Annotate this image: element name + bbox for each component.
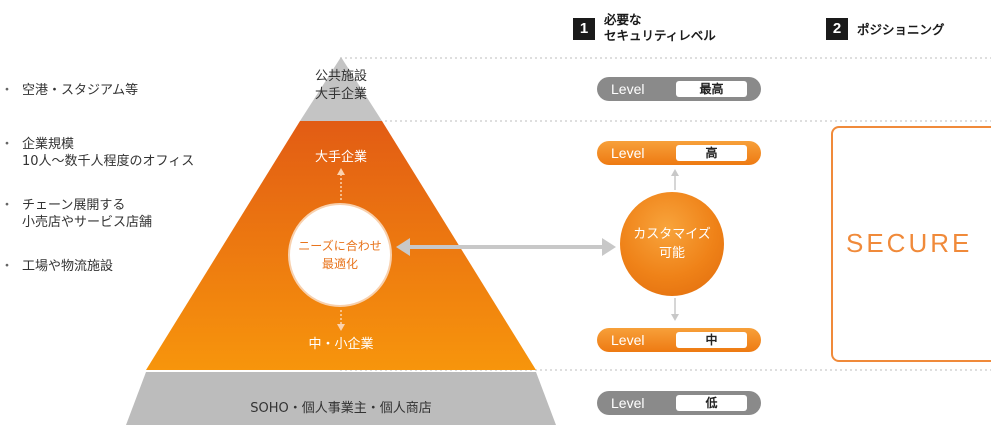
step-2-badge: 2 — [826, 18, 848, 40]
step-1-title: 必要な セキュリティレベル — [604, 12, 716, 44]
bullet-marker: ・ — [0, 83, 14, 98]
optimize-circle: ニーズに合わせ 最適化 — [288, 203, 392, 307]
custom-arrow-down-head — [671, 314, 679, 321]
pyramid-base — [126, 372, 556, 425]
bullet-marker: ・ — [0, 198, 14, 213]
step-1-title-line2: セキュリティレベル — [604, 28, 716, 43]
bullet-text: 工場や物流施設 — [22, 259, 114, 274]
level-mid-pill: Level 中 — [597, 328, 761, 352]
pyramid-upper-label: 大手企業 — [314, 150, 367, 165]
level-prefix: Level — [611, 145, 645, 161]
arrow-up-head — [337, 168, 345, 175]
level-prefix: Level — [611, 81, 645, 97]
custom-arrow-up-head — [671, 169, 679, 176]
level-value: 中 — [676, 332, 747, 348]
bullet-text: チェーン展開する — [22, 198, 126, 213]
optimize-line2: 最適化 — [321, 257, 358, 271]
level-value: 最高 — [676, 81, 747, 97]
pyramid-top-line1: 公共施設 — [314, 69, 367, 84]
bullet-text: 10人〜数千人程度のオフィス — [22, 154, 195, 169]
step-1-title-line1: 必要な — [604, 12, 642, 27]
bullet-marker: ・ — [0, 259, 14, 274]
pyramid-tip — [300, 57, 382, 121]
step-2-title: ポジショニング — [857, 22, 945, 37]
pyramid-top-line2: 大手企業 — [314, 87, 367, 102]
level-value: 低 — [676, 395, 747, 411]
positioning-box — [831, 126, 991, 362]
level-prefix: Level — [611, 395, 645, 411]
arrow-down-head — [337, 324, 345, 331]
level-highest-pill: Level 最高 — [597, 77, 761, 101]
bullet-text: 小売店やサービス店舗 — [22, 215, 153, 230]
level-low-pill: Level 低 — [597, 391, 761, 415]
pyramid-top-label: 公共施設 大手企業 — [301, 68, 381, 104]
level-prefix: Level — [611, 332, 645, 348]
level-value: 高 — [676, 145, 747, 161]
pyramid-lower-label: 中・小企業 — [308, 337, 374, 352]
step-1-badge: 1 — [573, 18, 595, 40]
optimize-line1: ニーズに合わせ — [298, 239, 382, 253]
customizable-line2: 可能 — [658, 246, 685, 261]
secure-logo: SECURE — [846, 228, 973, 258]
double-arrow-left-head — [396, 238, 410, 256]
bullet-text: 企業規模 — [22, 137, 75, 152]
level-high-pill: Level 高 — [597, 141, 761, 165]
customizable-circle: カスタマイズ 可能 — [620, 192, 724, 296]
bullet-marker: ・ — [0, 137, 14, 152]
customizable-line1: カスタマイズ — [633, 227, 711, 242]
pyramid-base-label: SOHO・個人事業主・個人商店 — [250, 401, 432, 416]
double-arrow-right-head — [602, 238, 616, 256]
bullet-text: 空港・スタジアム等 — [22, 83, 139, 98]
